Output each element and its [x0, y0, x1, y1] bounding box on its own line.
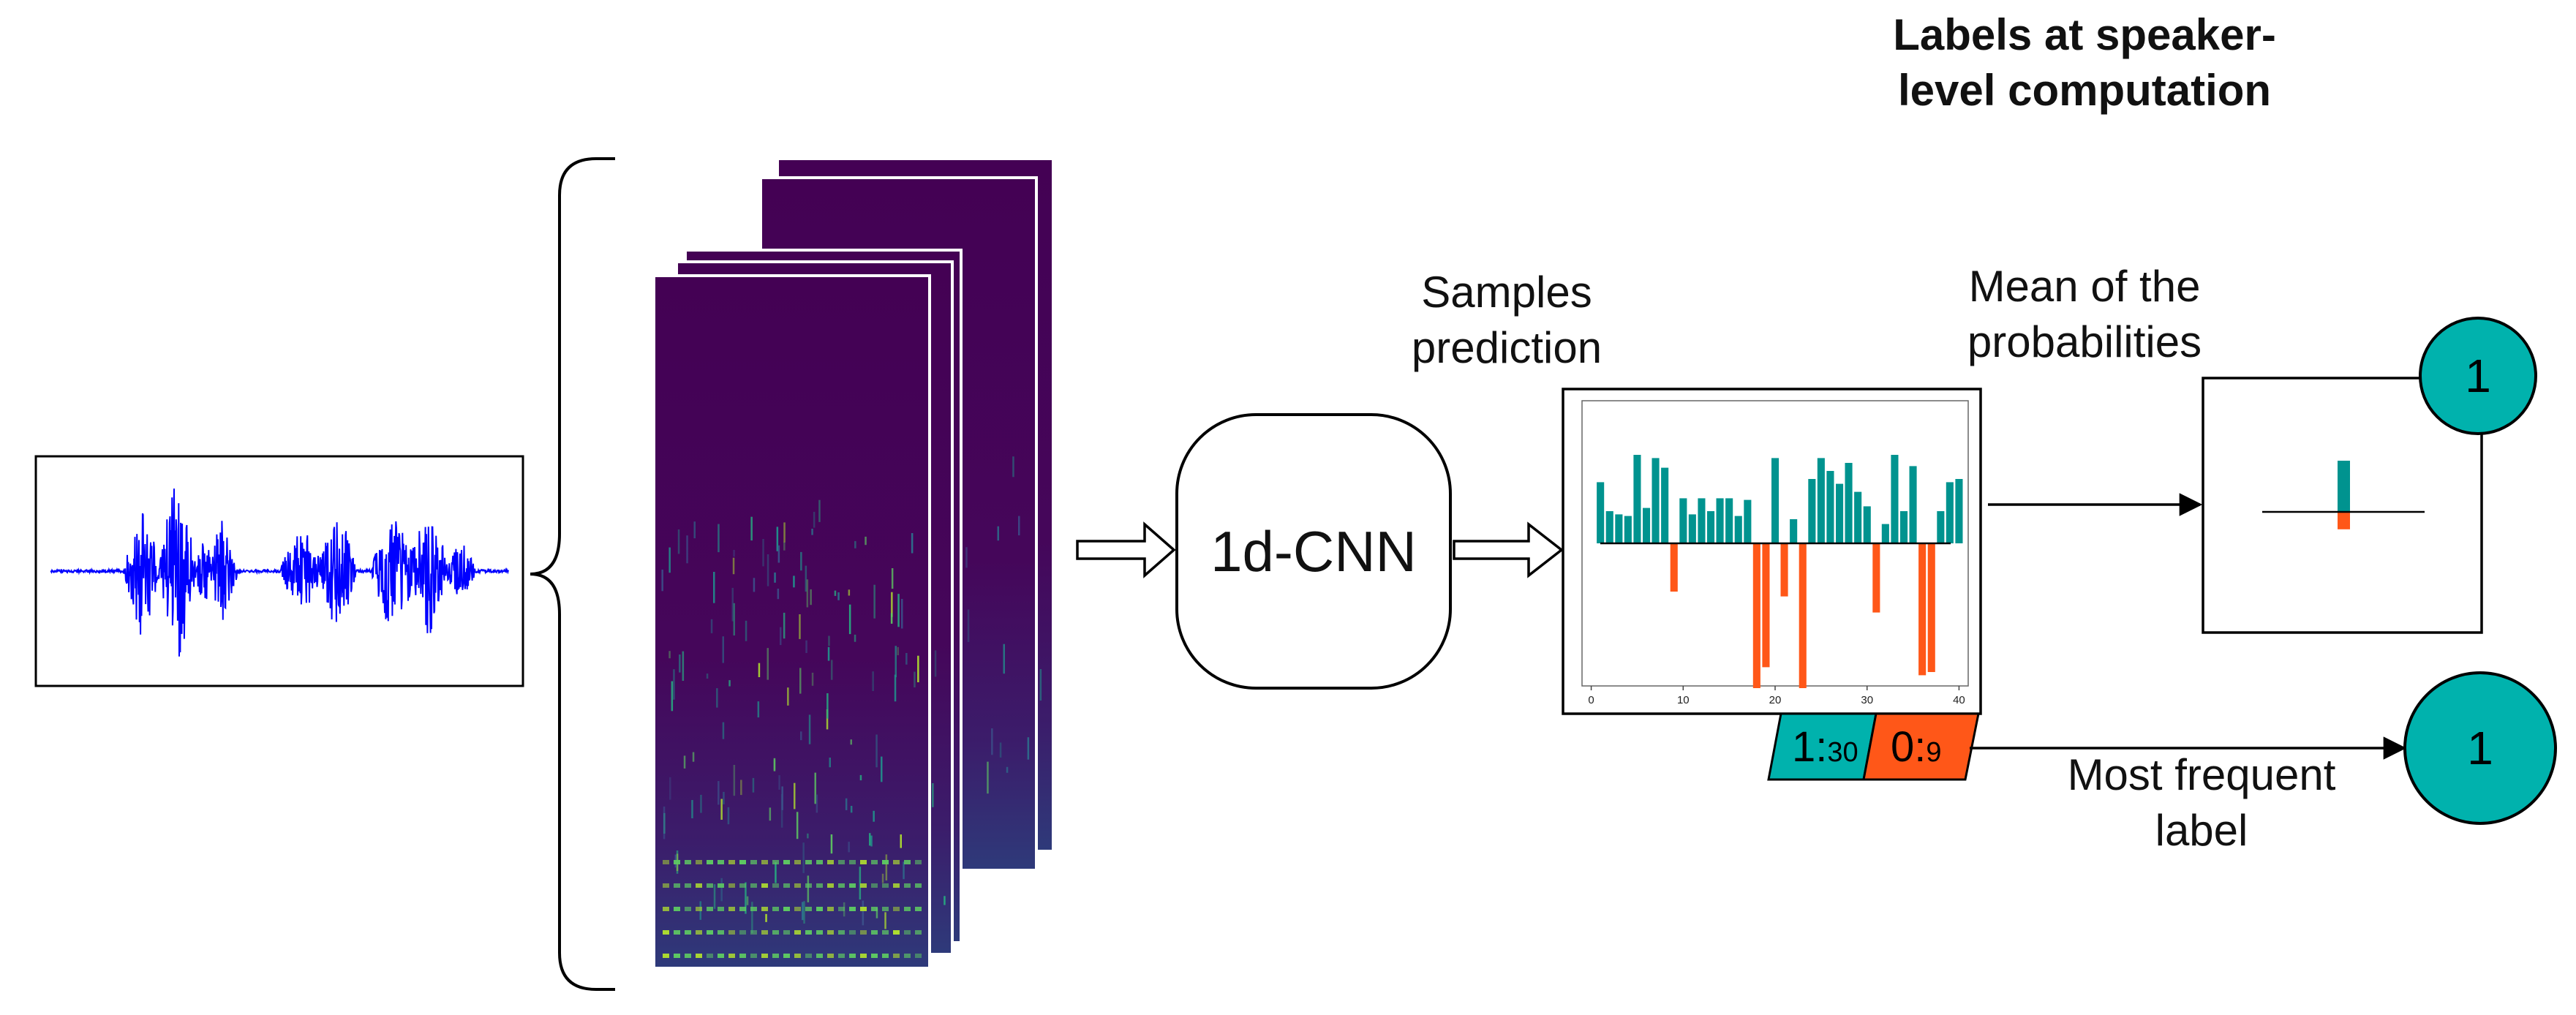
mean-probabilities-line-2: probabilities [1967, 317, 2202, 366]
audio-waveform [50, 488, 509, 657]
prediction-bar [1909, 466, 1917, 543]
audio-waveform-panel [34, 455, 524, 687]
prediction-bar [1679, 498, 1687, 543]
block-arrow-to-predictions [1453, 521, 1564, 578]
sample-predictions-chart: 0 10 20 30 40 [1562, 388, 1982, 715]
prediction-bar [1900, 511, 1908, 543]
cnn-model-label: 1d-CNN [1210, 518, 1417, 584]
prediction-bar [1836, 483, 1844, 543]
mean-positive-bar [2338, 461, 2350, 512]
samples-prediction-line-2: prediction [1411, 323, 1603, 372]
negative-count-text: 0:9 [1891, 722, 1942, 771]
prediction-bar [1670, 543, 1678, 592]
prediction-bar [1725, 498, 1733, 543]
prediction-bar [1615, 514, 1623, 543]
title-line-1: Labels at speaker- [1893, 10, 2276, 59]
prediction-bar [1652, 458, 1660, 543]
positive-count-value: 30 [1827, 737, 1858, 768]
frequent-result-value: 1 [2467, 722, 2493, 774]
x-tick-label: 0 [1588, 694, 1594, 706]
most-frequent-line-2: label [2155, 806, 2248, 855]
segmentation-brace [530, 157, 615, 991]
prediction-bar [1808, 479, 1816, 543]
prediction-bar [1863, 506, 1871, 543]
positive-count-label: 1: [1792, 723, 1828, 771]
diagram-title: Labels at speaker- level computation [1777, 7, 2392, 118]
prediction-bar [1881, 524, 1889, 543]
prediction-bar [1845, 463, 1853, 543]
negative-count-value: 9 [1926, 737, 1942, 768]
x-tick-label: 10 [1677, 694, 1690, 706]
prediction-bar [1790, 519, 1798, 543]
prediction-bar [1854, 491, 1862, 543]
mean-negative-bar [2338, 512, 2350, 529]
prediction-bar [1817, 458, 1825, 543]
prediction-bar [1762, 543, 1770, 668]
prediction-bar [1891, 455, 1899, 543]
mean-probabilities-label: Mean of the probabilities [1916, 259, 2253, 370]
prediction-bar [1688, 514, 1696, 543]
x-tick-label: 40 [1953, 694, 1965, 706]
prediction-bar [1752, 543, 1760, 688]
prediction-bar [1918, 543, 1927, 676]
samples-prediction-label: Samples prediction [1375, 265, 1638, 376]
prediction-bar [1937, 511, 1945, 543]
prediction-bar [1633, 455, 1641, 543]
frequent-result-circle: 1 [2403, 671, 2557, 825]
spectrogram-frame [652, 274, 931, 970]
prediction-bar [1771, 458, 1780, 543]
prediction-bar [1799, 543, 1807, 688]
block-arrow-to-cnn [1076, 521, 1176, 578]
mean-result-value: 1 [2465, 350, 2491, 402]
most-frequent-line-1: Most frequent [2067, 750, 2336, 799]
prediction-bar [1744, 499, 1752, 543]
prediction-bar [1734, 516, 1742, 543]
prediction-bar [1780, 543, 1788, 597]
prediction-bar [1872, 543, 1880, 613]
prediction-bar [1927, 543, 1935, 672]
prediction-bar [1661, 467, 1669, 543]
negative-count-label: 0: [1891, 723, 1927, 771]
prediction-bar [1955, 479, 1963, 543]
prediction-bar [1624, 516, 1632, 543]
positive-count-text: 1:30 [1792, 722, 1858, 771]
mean-probability-box [2202, 377, 2483, 634]
cnn-model-box: 1d-CNN [1175, 413, 1452, 690]
spectrogram-stack [652, 157, 1055, 970]
title-line-2: level computation [1897, 66, 2272, 115]
prediction-bar [1826, 471, 1834, 543]
x-tick-label: 20 [1769, 694, 1782, 706]
prediction-bar [1605, 511, 1613, 543]
label-count-tags [1767, 712, 1980, 781]
prediction-bar [1597, 482, 1605, 543]
samples-prediction-line-1: Samples [1421, 268, 1592, 317]
prediction-bar [1716, 498, 1724, 543]
prediction-bar [1698, 498, 1706, 543]
prediction-bar [1643, 508, 1651, 543]
mean-probabilities-line-1: Mean of the [1968, 262, 2201, 311]
negative-count-tag [1862, 712, 1980, 781]
prediction-bar [1707, 511, 1715, 543]
mean-result-circle: 1 [2419, 317, 2537, 435]
prediction-bar [1946, 482, 1954, 543]
most-frequent-label: Most frequent label [2026, 747, 2377, 859]
x-tick-label: 30 [1861, 694, 1873, 706]
